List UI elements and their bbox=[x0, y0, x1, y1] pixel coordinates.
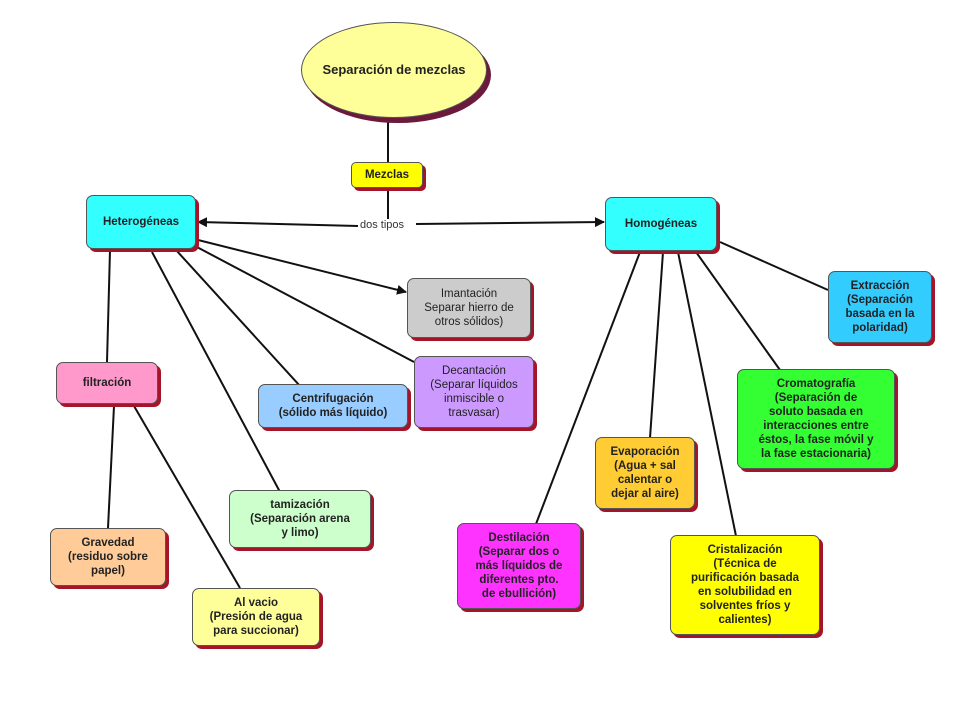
link-filtracion-alvacio bbox=[133, 405, 241, 589]
node-heterogeneas[interactable]: Heterogéneas bbox=[86, 195, 196, 249]
node-mezclas[interactable]: Mezclas bbox=[351, 162, 423, 188]
link-het-centrifugacion bbox=[175, 249, 301, 387]
link-hom-extraccion bbox=[719, 241, 829, 291]
node-decantacion[interactable]: Decantación (Separar líquidos inmiscible… bbox=[414, 356, 534, 428]
link-filtracion-gravedad bbox=[107, 405, 115, 529]
link-hom-cristalizacion bbox=[677, 251, 737, 537]
link-dostipos-homogeneas bbox=[415, 217, 605, 228]
link-het-filtracion bbox=[106, 249, 111, 363]
link-hom-destilacion bbox=[535, 251, 641, 525]
node-gravedad[interactable]: Gravedad (residuo sobre papel) bbox=[50, 528, 166, 586]
node-al-vacio[interactable]: Al vacio (Presión de agua para succionar… bbox=[192, 588, 320, 646]
link-label-dos-tipos: dos tipos bbox=[358, 219, 407, 232]
node-centrifugacion[interactable]: Centrifugación (sólido más líquido) bbox=[258, 384, 408, 428]
node-cristalizacion[interactable]: Cristalización (Técnica de purificación … bbox=[670, 535, 820, 635]
link-het-tamizacion bbox=[151, 251, 281, 493]
link-dostipos-heterogeneas bbox=[197, 217, 359, 228]
node-filtracion[interactable]: filtración bbox=[56, 362, 158, 404]
node-destilacion[interactable]: Destilación (Separar dos o más líquidos … bbox=[457, 523, 581, 609]
link-het-imantacion bbox=[197, 239, 407, 295]
node-evaporacion[interactable]: Evaporación (Agua + sal calentar o dejar… bbox=[595, 437, 695, 509]
node-imantacion[interactable]: Imantación Separar hierro de otros sólid… bbox=[407, 278, 531, 338]
node-homogeneas[interactable]: Homogéneas bbox=[605, 197, 717, 251]
node-extraccion[interactable]: Extracción (Separación basada en la pola… bbox=[828, 271, 932, 343]
node-tamizacion[interactable]: tamización (Separación arena y limo) bbox=[229, 490, 371, 548]
link-hom-evaporacion bbox=[649, 251, 664, 439]
link-het-decantacion bbox=[194, 245, 415, 363]
node-root[interactable]: Separación de mezclas bbox=[301, 22, 487, 118]
link-hom-cromatografia bbox=[695, 251, 781, 371]
node-cromatografia[interactable]: Cromatografía (Separación de soluto basa… bbox=[737, 369, 895, 469]
